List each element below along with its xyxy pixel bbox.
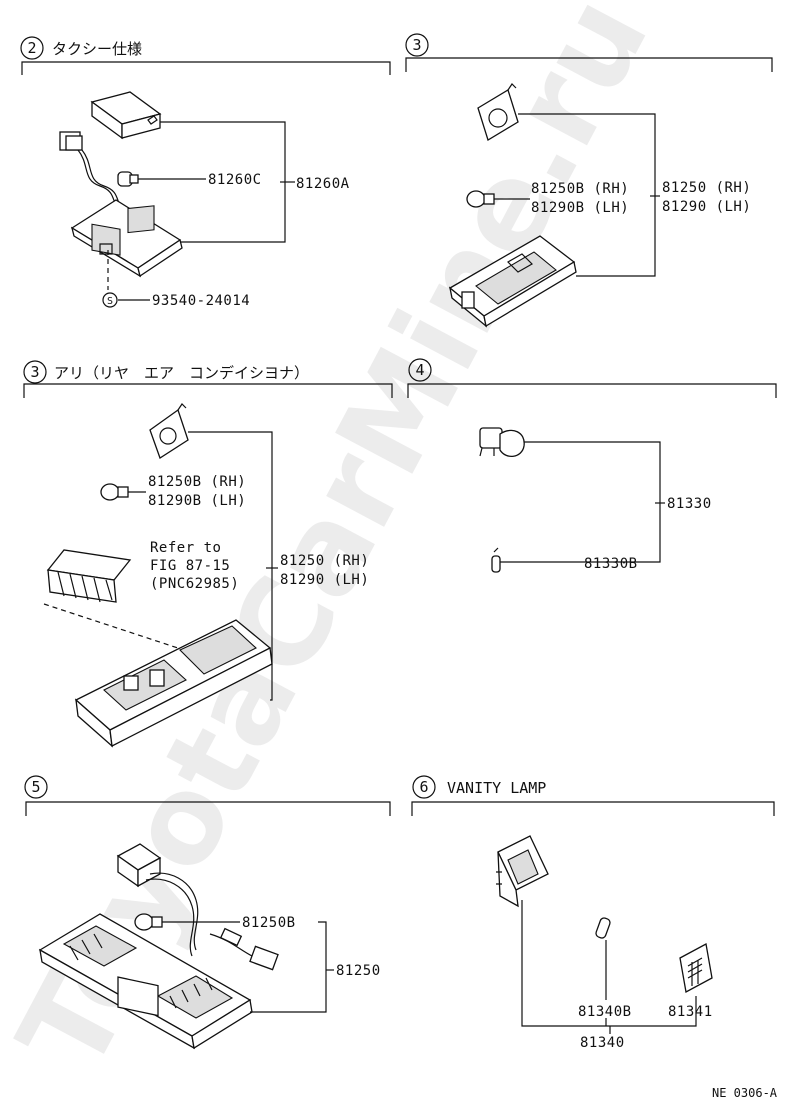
lamp-housing (38, 913, 253, 1050)
vanity-housing (496, 835, 549, 908)
section-5: 5 81250 (24, 775, 391, 1050)
section-bracket (407, 383, 777, 398)
connector (116, 843, 199, 957)
refer-label: (PNC62985) (150, 576, 239, 592)
part-label: 81341 (668, 1004, 713, 1020)
ac-vent (46, 549, 132, 603)
section-6-vanity-lamp: 6 VANITY LAMP 81340B 81341 81340 (411, 775, 775, 1051)
section-number: 3 (412, 36, 421, 54)
reflector (477, 83, 519, 141)
part-label: 81250B (242, 915, 296, 931)
connector (59, 131, 123, 211)
section-4: 4 81330 81330B (407, 358, 777, 573)
section-number-circle (408, 358, 432, 382)
bulb-icon (117, 171, 139, 187)
section-bracket (411, 801, 775, 816)
section-number: 6 (419, 778, 428, 796)
screw-mark: S (107, 296, 113, 307)
part-label: 81260A (296, 176, 350, 192)
part-label: 81250B (RH) (148, 474, 246, 490)
section-bracket (23, 383, 393, 398)
part-label: 93540-24014 (152, 293, 250, 309)
bulb-icon (100, 483, 129, 501)
section-number: 3 (30, 363, 39, 381)
clip (147, 115, 158, 125)
assy-leader (250, 921, 327, 1013)
section-3: 3 81250B (RH) 81290B (LH) 81250 (RH) 81 (405, 33, 773, 328)
part-label: 81290 (LH) (662, 199, 751, 215)
section-2-taxi: 2 タクシー仕様 (20, 36, 391, 309)
refer-label: Refer to (150, 540, 221, 556)
section-title: タクシー仕様 (52, 40, 142, 58)
reflector (149, 403, 189, 459)
section-bracket (21, 61, 391, 75)
part-label: 81250B (RH) (531, 181, 629, 197)
lamp-housing (448, 235, 577, 328)
assy-leader (521, 900, 697, 1027)
bulb-icon (134, 913, 163, 931)
section-3-rear-ac: 3 アリ（リヤ エア コンデイシヨナ） (23, 360, 393, 748)
socket-icon (479, 427, 525, 457)
part-label: 81340 (580, 1035, 625, 1051)
footer-code: NE 0306-A (712, 1086, 778, 1100)
part-label: 81250 (RH) (662, 180, 751, 196)
screw-icon (102, 292, 118, 308)
section-title: アリ（リヤ エア コンデイシヨナ） (54, 364, 309, 382)
part-label: 81260C (208, 172, 262, 188)
part-label: 81250 (336, 963, 381, 979)
section-number-circle (405, 33, 429, 57)
section-number: 4 (415, 361, 424, 379)
section-number-circle (23, 360, 47, 384)
part-label: 81330B (584, 556, 638, 572)
section-bracket (25, 801, 391, 816)
part-label: 81250 (RH) (280, 553, 369, 569)
part-label: 81330 (667, 496, 712, 512)
section-number-circle (412, 775, 436, 799)
wedge-bulb-icon (595, 917, 611, 939)
section-title: VANITY LAMP (447, 779, 546, 797)
part-label: 81340B (578, 1004, 632, 1020)
assy-leader (500, 441, 661, 563)
assy-leader (518, 113, 656, 277)
part-label: 81290B (LH) (148, 493, 246, 509)
section-number-circle (20, 36, 44, 60)
lens-icon (679, 943, 713, 993)
refer-label: FIG 87-15 (150, 558, 230, 574)
section-number: 5 (31, 778, 40, 796)
lens-cover (90, 91, 162, 140)
wedge-bulb-icon (491, 547, 501, 573)
section-number: 2 (27, 39, 36, 57)
assy-leader (188, 431, 273, 701)
vent-leader (43, 603, 191, 653)
lamp-housing (74, 619, 273, 748)
section-bracket (405, 57, 773, 72)
lamp-housing (70, 199, 183, 278)
bulb-icon (466, 190, 495, 208)
section-number-circle (24, 775, 48, 799)
plug (209, 927, 279, 971)
part-label: 81290B (LH) (531, 200, 629, 216)
part-label: 81290 (LH) (280, 572, 369, 588)
